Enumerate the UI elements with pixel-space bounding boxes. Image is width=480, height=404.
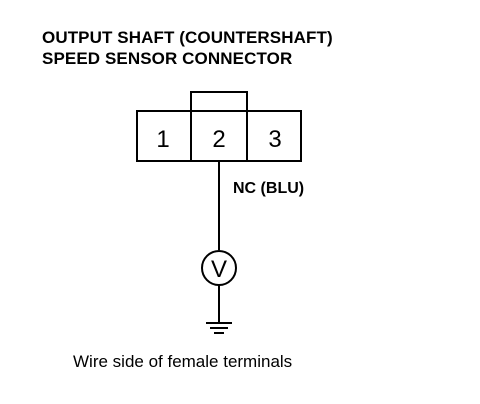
diagram-title: OUTPUT SHAFT (COUNTERSHAFT) SPEED SENSOR… xyxy=(42,27,333,69)
pin-1-label: 1 xyxy=(156,126,169,153)
wire-color-label: NC (BLU) xyxy=(233,180,305,197)
title-line-1: OUTPUT SHAFT (COUNTERSHAFT) xyxy=(42,28,333,47)
ground-icon xyxy=(206,322,232,334)
pin-2-label: 2 xyxy=(212,126,225,153)
pin-3-label: 3 xyxy=(268,126,281,153)
voltmeter-symbol: V xyxy=(211,256,227,283)
title-line-2: SPEED SENSOR CONNECTOR xyxy=(42,49,293,68)
connector-lock-tab xyxy=(190,91,248,112)
view-caption: Wire side of female terminals xyxy=(73,352,293,371)
